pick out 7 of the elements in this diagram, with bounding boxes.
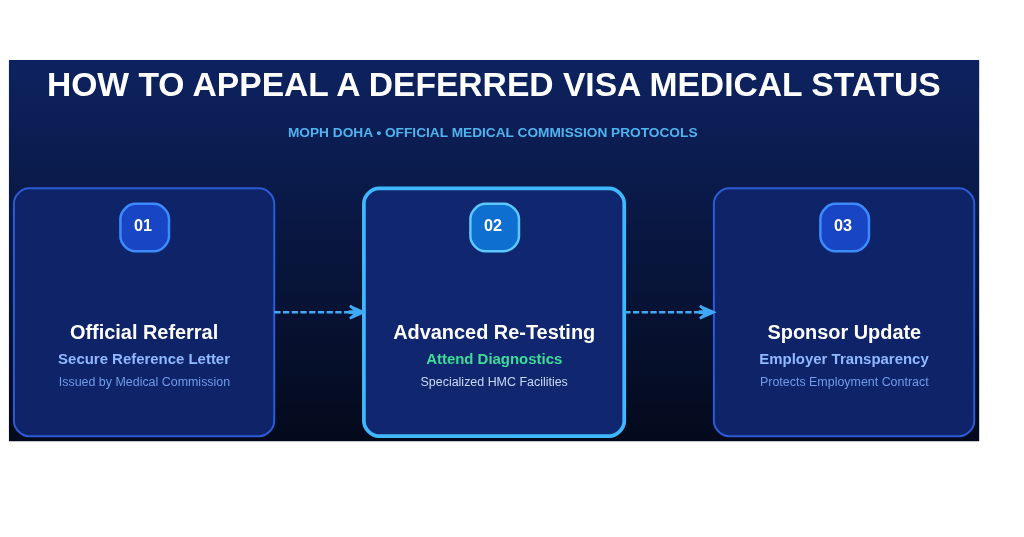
label: MOPH DOHA • OFFICIAL MEDICAL COMMISSION PROTOCOLS <box>287 124 698 140</box>
arrow <box>624 304 715 320</box>
node-box: 03 Sponsor Update Employer Transparency Protects Employment Contract <box>712 187 976 438</box>
node-box: 02 Advanced Re-Testing Attend Diagnostics Specialized HMC Facilities <box>362 186 627 438</box>
diagram-title: HOW TO APPEAL A DEFERRED VISA MEDICAL STATUS <box>46 65 941 103</box>
arrow <box>274 304 365 320</box>
node-box: 01 Official Referral Secure Reference Letter Issued by Medical Commission <box>12 187 276 438</box>
